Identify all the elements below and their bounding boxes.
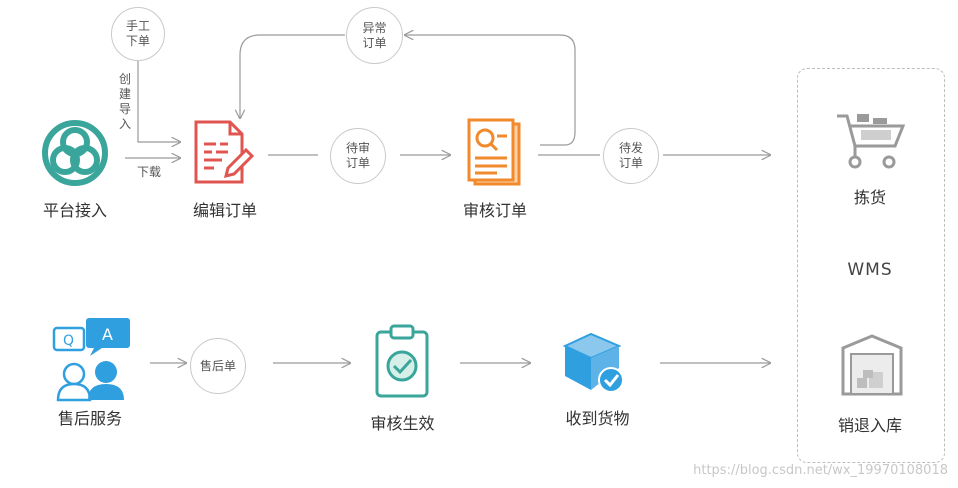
wms-title: WMS (847, 260, 893, 280)
pending-review-line2: 订单 (345, 156, 370, 170)
return-stock-label: 销退入库 (837, 416, 902, 435)
manual-order-line1: 手工 (125, 19, 150, 33)
box-received-icon (561, 328, 629, 396)
pending-ship-line2: 订单 (618, 156, 643, 170)
cart-icon (833, 110, 909, 172)
watermark: https://blog.csdn.net/wx_19970108018 (693, 463, 948, 478)
platform-label: 平台接入 (42, 201, 107, 220)
svg-text:Q: Q (63, 333, 74, 349)
exception-order-line1: 异常 (362, 20, 387, 35)
review-effective-label: 审核生效 (370, 414, 435, 433)
create-import-label: 创建导入 (118, 72, 131, 131)
after-sales-service-label: 售后服务 (57, 409, 122, 428)
pick-label: 拣货 (853, 188, 886, 207)
review-order-label: 审核订单 (462, 201, 527, 220)
after-sales-ticket-node: 售后单 (190, 338, 246, 394)
exception-order-node: 异常 订单 (346, 7, 403, 64)
received-goods-label: 收到货物 (565, 409, 630, 428)
pending-review-line1: 待审 (345, 141, 370, 155)
pending-ship-line1: 待发 (618, 141, 643, 155)
customer-service-icon: Q A (50, 316, 134, 402)
exception-order-line2: 订单 (362, 35, 387, 50)
after-sales-ticket-label: 售后单 (199, 358, 236, 373)
pending-review-node: 待审 订单 (330, 128, 386, 184)
clipboard-check-icon (373, 322, 431, 400)
warehouse-icon (839, 332, 905, 398)
wms-box (797, 68, 945, 463)
platform-icon (40, 118, 110, 188)
review-order-icon (463, 116, 527, 188)
edit-order-icon (192, 118, 256, 188)
svg-text:A: A (102, 325, 113, 344)
manual-order-line2: 下单 (125, 34, 150, 48)
pending-ship-node: 待发 订单 (603, 128, 659, 184)
edit-order-label: 编辑订单 (192, 201, 257, 220)
manual-order-node: 手工 下单 (111, 7, 165, 61)
download-label: 下载 (137, 165, 162, 179)
